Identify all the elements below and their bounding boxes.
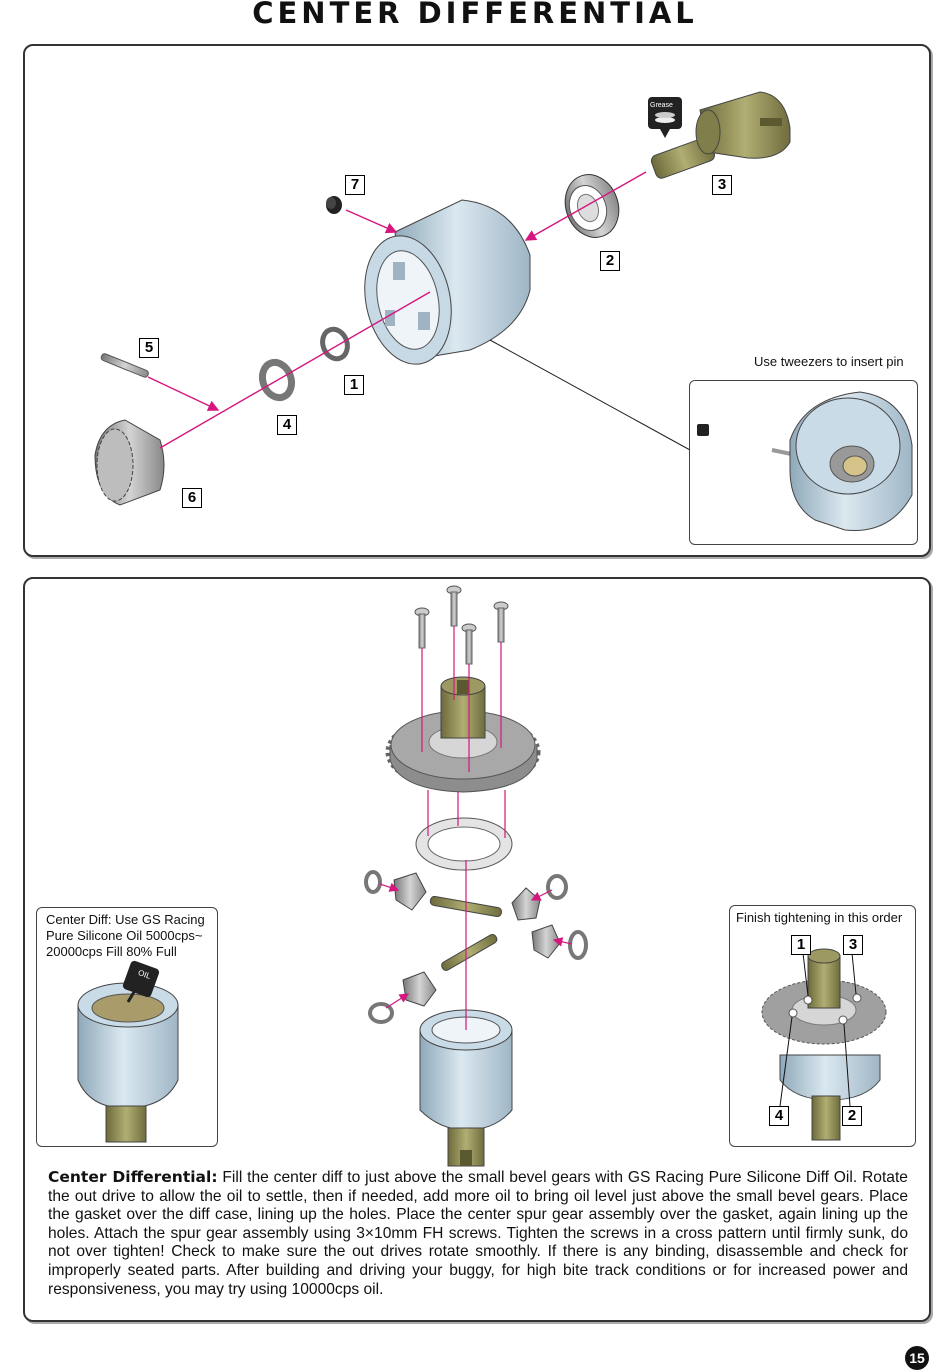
gasket-part [415,817,513,871]
part-label-2: 2 [600,251,620,271]
pin-inset-illustration [697,391,913,532]
fh-screws [414,585,509,665]
internal-gears [364,870,588,1024]
pin-inset-box [689,380,918,545]
part-label-5: 5 [139,338,159,358]
outdrive-part [650,91,791,179]
washer-part [258,358,296,402]
oil-fill-illustration [77,960,179,1143]
oil-note: Center Diff: Use GS Racing Pure Silicone… [46,912,205,959]
oil-inset-box [36,907,218,1147]
order-label-2: 2 [842,1106,862,1126]
instructions-heading: Center Differential: [48,1168,218,1186]
order-label-3: 3 [843,935,863,955]
tweezers-note: Use tweezers to insert pin [754,354,904,369]
set-screw-part [326,196,342,214]
order-note: Finish tightening in this order [736,910,903,925]
pin-part [100,353,149,378]
instructions-text: Center Differential: Fill the center dif… [48,1168,908,1299]
part-label-6: 6 [182,488,202,508]
assembly-arrows-top [147,171,647,449]
assembly-arrows-bottom [379,626,573,1030]
diff-case-part [364,199,531,365]
bevel-gear-part [94,419,165,506]
tightening-order-illustration [761,948,887,1141]
page-number: 15 [905,1346,929,1370]
part-label-3: 3 [712,175,732,195]
part-label-7: 7 [345,175,365,195]
shim-part [320,326,350,362]
order-label-4: 4 [769,1106,789,1126]
grease-label: Grease [650,102,673,109]
spur-assembly-panel [23,577,931,1322]
part-label-1: 1 [344,375,364,395]
bearing-part [564,174,620,238]
order-label-1: 1 [791,935,811,955]
spur-gear-part [385,676,541,793]
part-label-4: 4 [277,415,297,435]
order-inset-box [729,905,916,1147]
instructions-body: Fill the center diff to just above the s… [48,1169,908,1298]
page-title: CENTER DIFFERENTIAL [252,0,698,30]
grease-icon [648,97,682,138]
